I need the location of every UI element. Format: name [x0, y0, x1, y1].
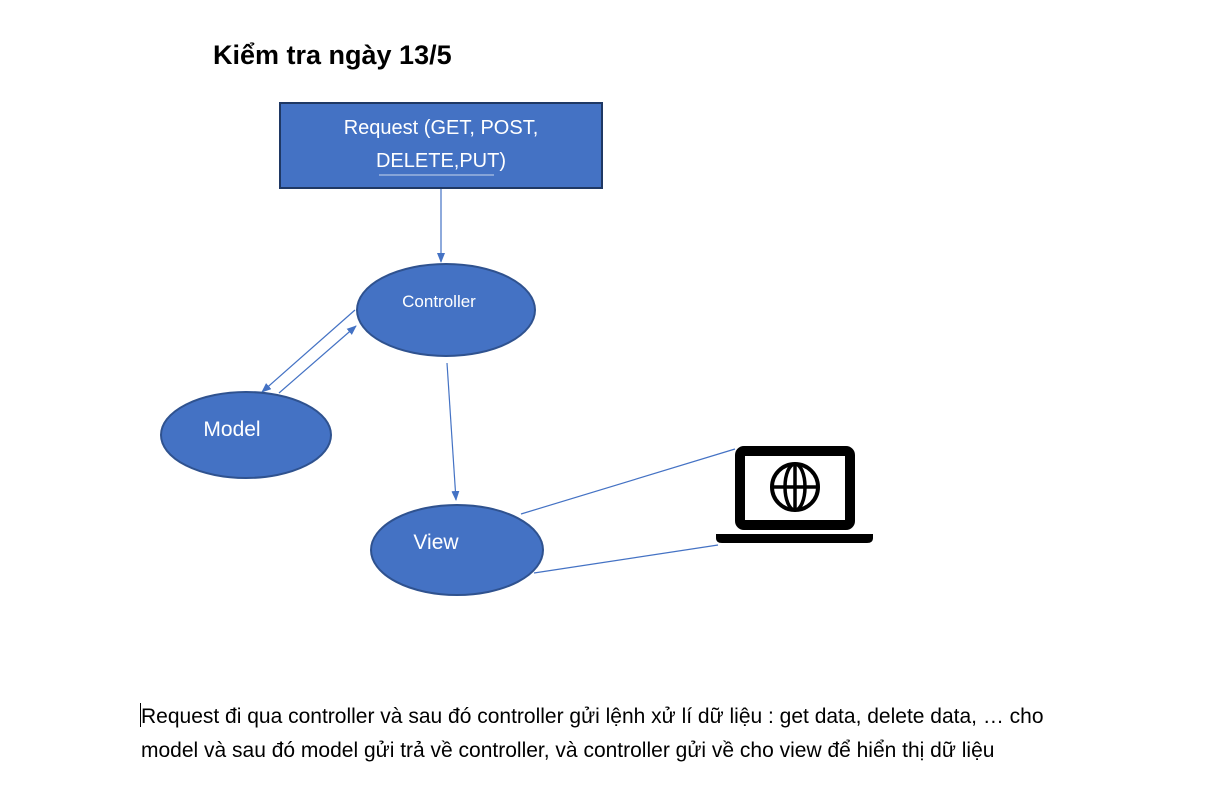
globe-icon	[770, 462, 820, 512]
arrow-controller-to-view	[446, 362, 460, 501]
model-node: Model	[160, 391, 332, 479]
arrow-controller-to-model	[261, 309, 356, 393]
request-box: Request (GET, POST, DELETE,PUT)	[279, 102, 603, 189]
controller-label: Controller	[402, 292, 476, 311]
view-label: View	[413, 531, 459, 554]
view-node: View	[370, 504, 544, 596]
arrow-model-to-controller	[278, 325, 357, 394]
connector-view-to-laptop-top	[520, 448, 736, 515]
request-box-label-line1: Request (GET, POST,	[344, 117, 539, 139]
page-title: Kiểm tra ngày 13/5	[213, 40, 452, 70]
controller-node: Controller	[356, 263, 536, 357]
model-label: Model	[203, 418, 260, 441]
text-cursor	[140, 703, 141, 727]
laptop-globe-icon	[716, 446, 873, 543]
description-paragraph: Request đi qua controller và sau đó cont…	[141, 705, 1044, 762]
request-box-label-line2: DELETE,PUT)	[376, 150, 506, 172]
connector-view-to-laptop-bottom	[533, 544, 719, 574]
